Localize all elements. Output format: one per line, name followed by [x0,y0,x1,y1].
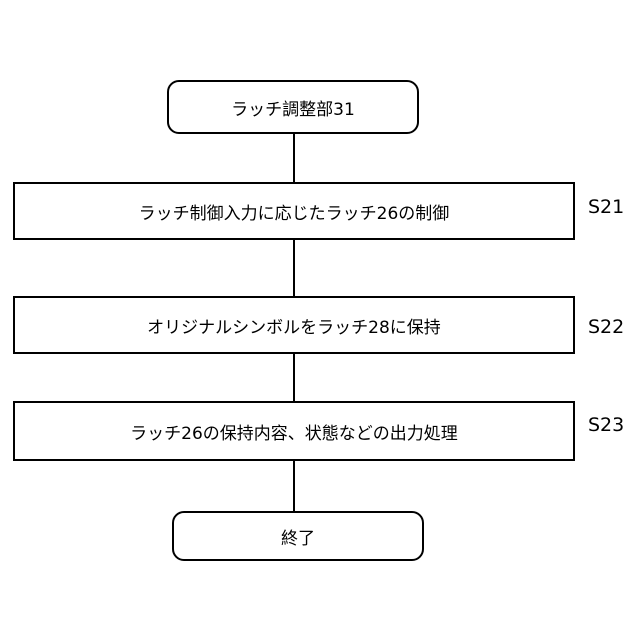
end-terminal-label: 終了 [281,524,315,549]
step-id-s21: S21 [588,196,624,218]
process-step-label: ラッチ26の保持内容、状態などの出力処理 [130,419,458,444]
connector-start-to-s21 [293,133,295,183]
process-step-s21: ラッチ制御入力に応じたラッチ26の制御 [13,182,575,240]
step-id-s23: S23 [588,414,624,436]
connector-s23-to-end [293,460,295,512]
process-step-label: オリジナルシンボルをラッチ28に保持 [147,313,441,338]
process-step-s23: ラッチ26の保持内容、状態などの出力処理 [13,401,575,461]
connector-s22-to-s23 [293,353,295,402]
process-step-label: ラッチ制御入力に応じたラッチ26の制御 [139,199,450,224]
step-id-s22: S22 [588,316,624,338]
end-terminal: 終了 [172,511,424,561]
connector-s21-to-s22 [293,239,295,297]
start-terminal-label: ラッチ調整部31 [231,95,355,120]
process-step-s22: オリジナルシンボルをラッチ28に保持 [13,296,575,354]
start-terminal: ラッチ調整部31 [167,80,419,134]
